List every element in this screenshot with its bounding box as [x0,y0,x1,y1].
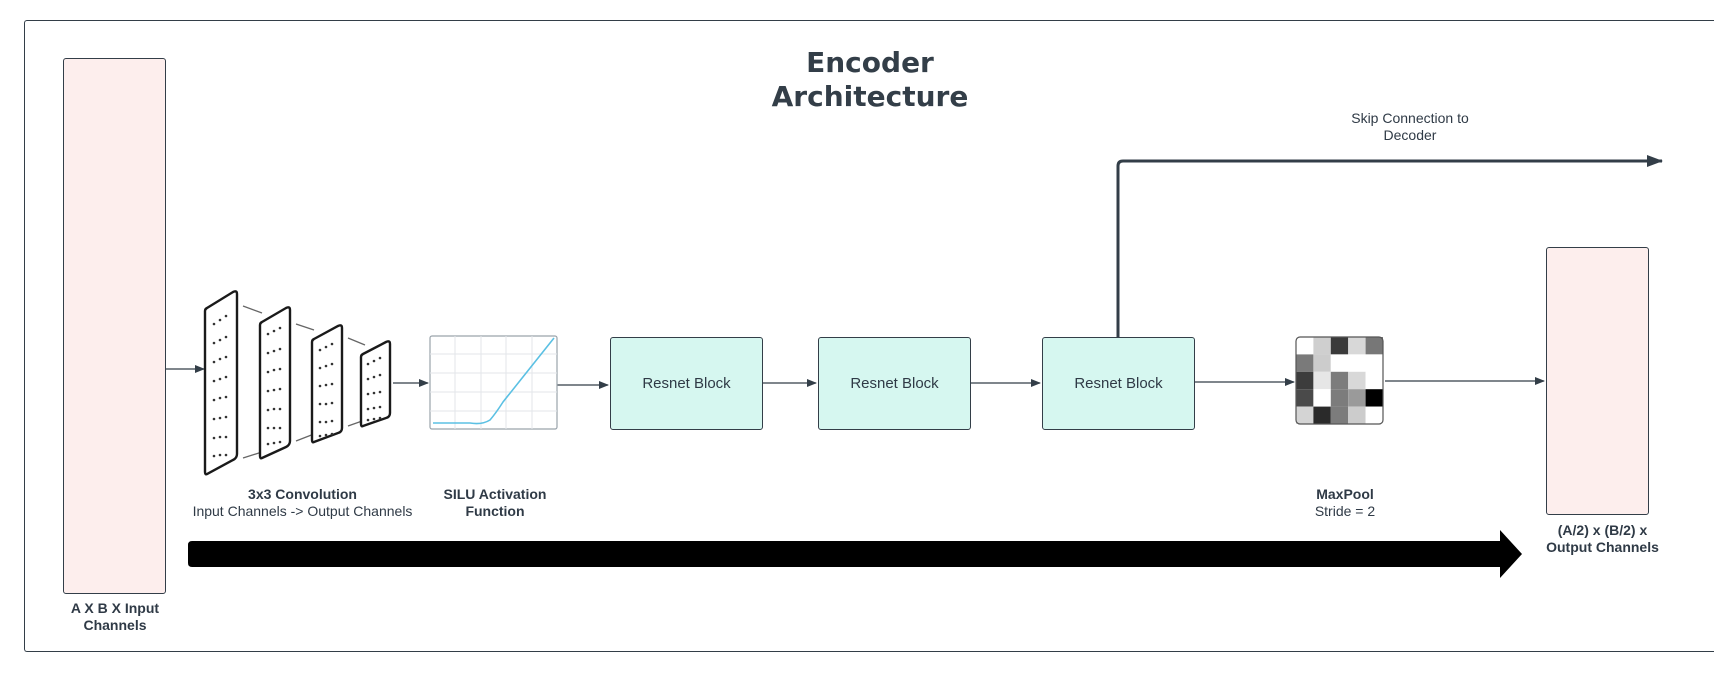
maxpool-cell [1313,337,1331,355]
output-label-line1: (A/2) x (B/2) x [1557,522,1648,538]
resnet-block-2: Resnet Block [818,337,971,430]
maxpool-label-subtitle: Stride = 2 [1314,503,1376,519]
output-label-line2: Output Channels [1546,539,1659,555]
maxpool-cell [1296,337,1314,355]
conv-label-subtitle: Input Channels -> Output Channels [192,503,413,519]
input-label-line1: A X B X Input [70,600,160,616]
maxpool-cell [1348,371,1366,390]
maxpool-cell [1296,354,1314,372]
silu-curve [433,337,555,425]
conv-layer-4 [359,340,392,428]
activation-label-line2: Function [465,503,525,519]
skip-connection-arrow [1116,155,1663,337]
maxpool-cell [1330,389,1349,407]
activation-label-line1: SILU Activation [443,486,547,502]
skip-connection-label: Skip Connection to Decoder [1340,110,1480,144]
resnet-block-1-label: Resnet Block [642,375,731,392]
maxpool-cell [1348,337,1366,355]
diagram-frame [24,20,1714,652]
maxpool-cell [1296,406,1314,424]
maxpool-cell [1365,406,1383,424]
resnet-block-1: Resnet Block [610,337,763,430]
conv-layer-3 [310,324,344,444]
maxpool-label: MaxPool Stride = 2 [1285,486,1405,520]
output-tensor-box [1546,247,1649,515]
maxpool-cell [1313,389,1331,407]
skip-label-line2: Decoder [1383,127,1437,143]
conv-layer-1 [203,290,239,476]
skip-label-line1: Skip Connection to [1351,110,1469,126]
maxpool-cell [1330,371,1349,390]
conv-label: 3x3 Convolution Input Channels -> Output… [180,486,425,520]
conv-layer-2 [258,306,292,460]
flow-arrow [188,530,1522,578]
maxpool-cell [1330,354,1349,372]
maxpool-cell [1330,406,1349,424]
maxpool-cell [1365,354,1383,372]
input-tensor-box [63,58,166,594]
maxpool-cell [1296,371,1314,390]
silu-plot [429,335,558,430]
maxpool-cell [1348,389,1366,407]
maxpool-cell [1296,389,1314,407]
maxpool-label-title: MaxPool [1316,486,1374,502]
activation-label: SILU Activation Function [420,486,570,520]
maxpool-cell [1365,337,1383,355]
output-tensor-label: (A/2) x (B/2) x Output Channels [1520,522,1685,556]
diagram-title: Encoder Architecture [720,46,1020,114]
maxpool-cell [1348,406,1366,424]
input-label-line2: Channels [83,617,147,633]
maxpool-cell [1330,337,1349,355]
maxpool-cell [1313,371,1331,390]
input-tensor-label: A X B X Input Channels [40,600,190,634]
maxpool-cell [1313,406,1331,424]
maxpool-cell [1365,371,1383,390]
resnet-block-3-label: Resnet Block [1074,375,1163,392]
maxpool-cell [1348,354,1366,372]
diagram-title-line2: Architecture [771,80,969,113]
maxpool-cell [1313,354,1331,372]
resnet-block-3: Resnet Block [1042,337,1195,430]
conv-label-title: 3x3 Convolution [248,486,357,502]
maxpool-grid-icon [1296,337,1383,424]
resnet-block-2-label: Resnet Block [850,375,939,392]
diagram-title-line1: Encoder [806,46,934,79]
maxpool-cell [1365,389,1383,407]
maxpool-grid-border [1295,336,1384,425]
